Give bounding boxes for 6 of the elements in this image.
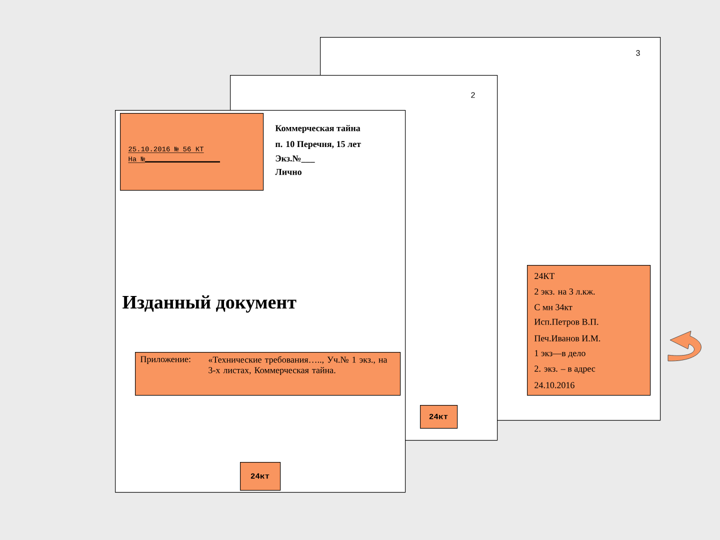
text: Лично	[275, 169, 302, 175]
text: Экз.№___	[276, 155, 315, 163]
note-box: 24КТ 2 экз. на 3 л.кж. С мн 34кт Исп.Петров В.П. Печ.Иванов И.М. 1 экз—в дело 2. экз. – в адрес 24.10.2016	[527, 265, 651, 396]
stamp-box: 24кт	[240, 462, 281, 491]
stamp-box: 24кт	[420, 405, 458, 429]
appendix-box: Приложение: «Технические требования….., Уч.№ 1 экз., на 3-х листах, Коммерческая тайна.	[135, 352, 401, 396]
